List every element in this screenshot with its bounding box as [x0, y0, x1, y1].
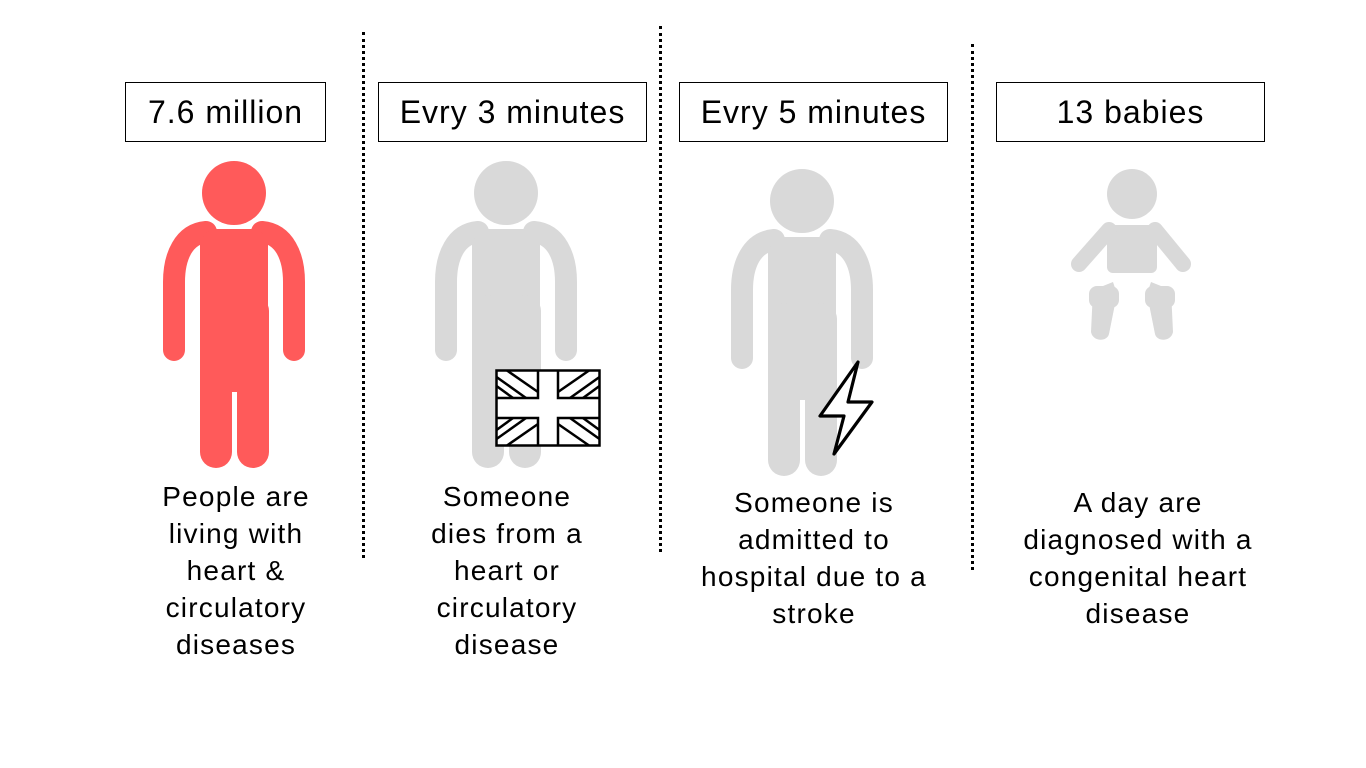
stat-description: A day are diagnosed with a congenital he…: [1023, 487, 1253, 629]
uk-flag-icon: [495, 369, 601, 447]
stat-value-box: Evry 5 minutes: [679, 82, 948, 142]
stat-value-box: Evry 3 minutes: [378, 82, 647, 142]
stat-value-box: 13 babies: [996, 82, 1265, 142]
baby-icon: [1071, 169, 1191, 340]
lightning-bolt-icon: [818, 360, 874, 456]
stat-description: People are living with heart & circulato…: [162, 481, 310, 660]
stat-description: Someone dies from a heart or circulatory…: [431, 481, 583, 660]
column-divider-3: [971, 44, 974, 570]
stat-description: Someone is admitted to hospital due to a…: [701, 487, 927, 629]
stat-value-box: 7.6 million: [125, 82, 326, 142]
adult-person-icon: [163, 161, 305, 468]
column-divider-1: [362, 32, 365, 558]
column-divider-2: [659, 26, 662, 552]
adult-person-icon: [731, 169, 873, 476]
